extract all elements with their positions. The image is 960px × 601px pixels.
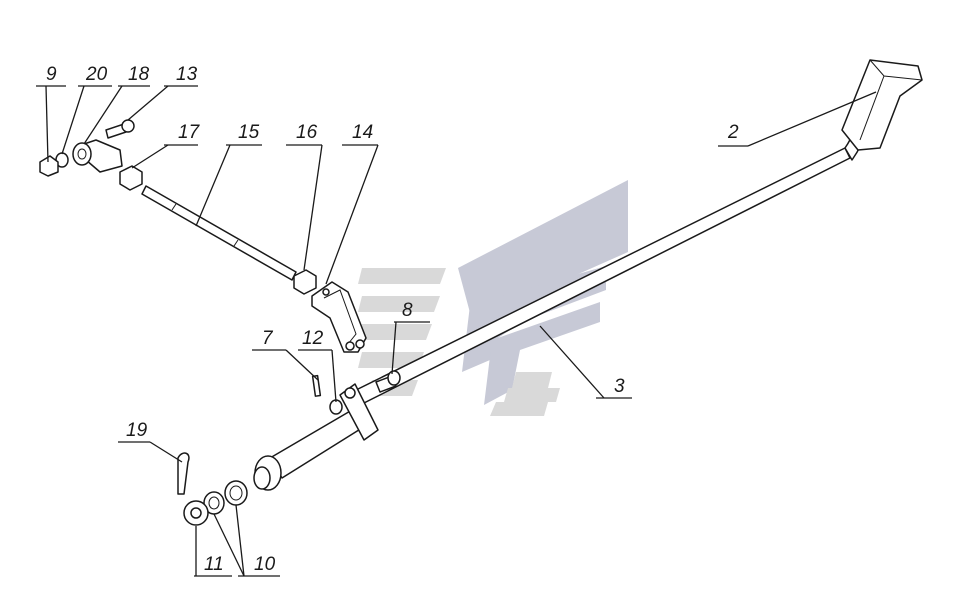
label-3: 3 <box>614 376 625 397</box>
leader-lines <box>36 85 877 577</box>
washer-part-11 <box>183 500 209 526</box>
pin-part-7 <box>311 374 322 397</box>
label-2: 2 <box>727 122 739 143</box>
label-10: 10 <box>254 554 276 575</box>
label-9: 9 <box>46 64 57 85</box>
label-15: 15 <box>238 122 260 143</box>
label-11: 11 <box>204 554 224 575</box>
label-17: 17 <box>178 122 201 143</box>
bolt-part-8 <box>375 370 401 393</box>
rod-end-part-18 <box>72 139 123 173</box>
nut-part-12 <box>329 399 343 415</box>
callout-labels: 9 20 18 13 17 15 16 14 2 8 7 12 3 19 11 … <box>46 64 739 575</box>
lever-bracket-part-14 <box>311 281 367 353</box>
label-7: 7 <box>262 328 274 349</box>
ring-part-10 <box>203 480 248 515</box>
threaded-rod-part-15 <box>141 185 297 281</box>
label-18: 18 <box>128 64 150 85</box>
nut-part-17 <box>119 165 143 191</box>
nut-part-16 <box>293 269 317 295</box>
nut-part-9 <box>39 155 59 177</box>
bolt-part-13 <box>105 119 135 139</box>
label-19: 19 <box>126 420 148 441</box>
label-8: 8 <box>402 300 413 321</box>
cross-tube <box>253 383 379 491</box>
label-13: 13 <box>176 64 198 85</box>
label-20: 20 <box>85 64 108 85</box>
label-12: 12 <box>302 328 324 349</box>
label-16: 16 <box>296 122 318 143</box>
cotter-pin-part-19 <box>177 452 190 495</box>
label-14: 14 <box>352 122 373 143</box>
pedal-pad-part-2 <box>841 59 923 151</box>
